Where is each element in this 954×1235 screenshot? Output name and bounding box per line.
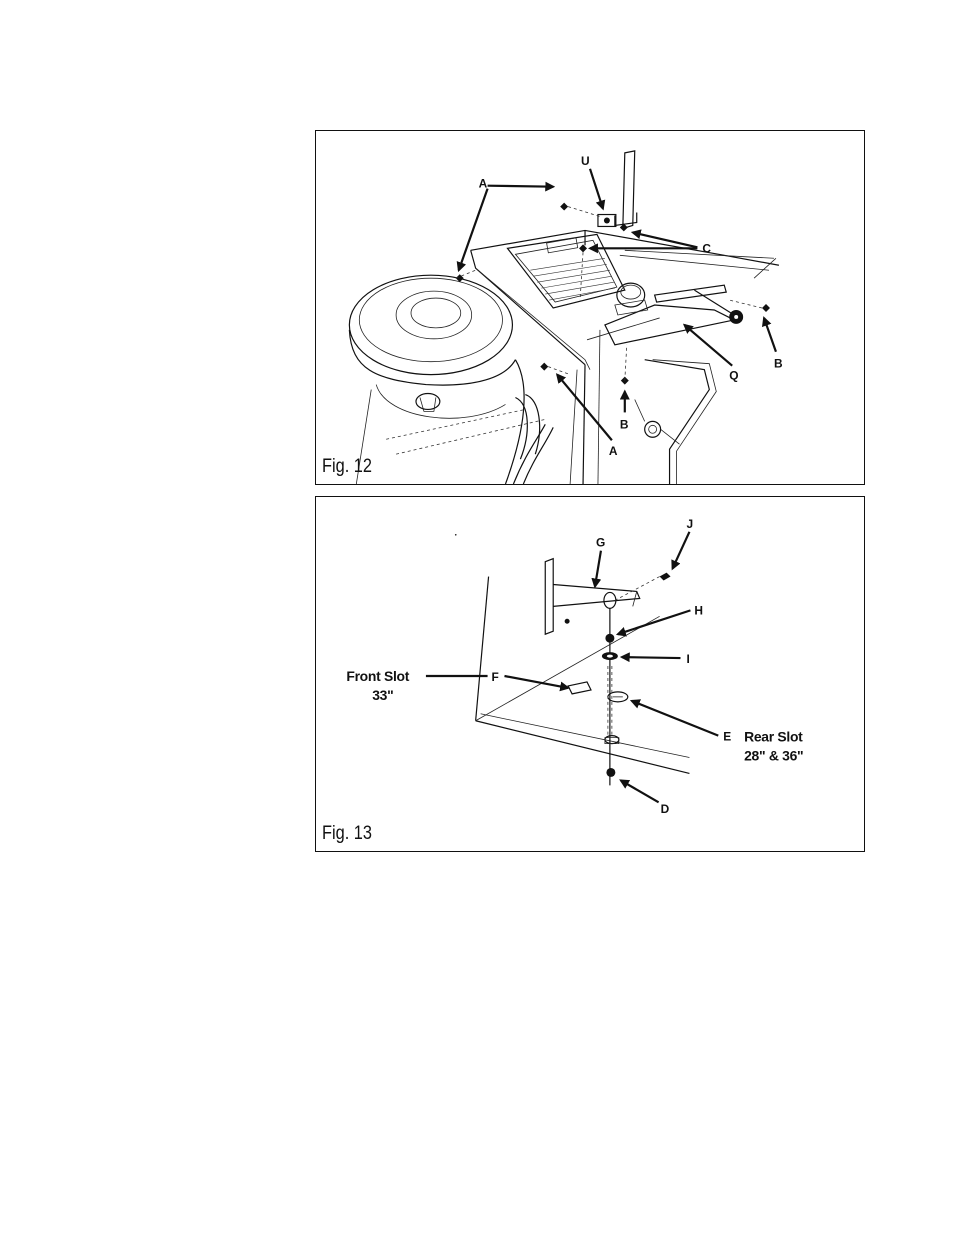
label-j: J [686,517,693,531]
figure-13-panel: J G H I F E D Front Slot 33" Rear Slot 2… [315,496,865,852]
air-cleaner-drawing [349,275,545,484]
figure-13-illustration: J G H I F E D Front Slot 33" Rear Slot 2… [316,497,864,851]
deck-drawing [455,534,689,785]
figure-13-callout-arrows [426,532,718,802]
label-c: C [702,241,711,255]
label-b-bottom: B [620,417,629,431]
label-b-right: B [774,357,783,371]
control-panel-drawing [456,151,779,484]
rear-slot-label: Rear Slot [744,729,803,745]
rear-slot-size: 28" & 36" [744,748,803,764]
label-a-bottom: A [609,444,618,458]
label-d: D [661,802,670,816]
label-i: I [686,652,689,666]
figure-13-caption: Fig. 13 [322,823,372,845]
label-u: U [581,154,590,168]
label-f: F [492,670,499,684]
label-h: H [694,603,703,617]
figure-12-caption: Fig. 12 [322,456,372,478]
label-a-top: A [479,177,488,191]
label-q: Q [729,369,738,383]
front-slot-label: Front Slot [346,668,409,684]
front-slot-size: 33" [372,687,393,703]
figure-12-panel: A U C B Q B A Fig. 12 [315,130,865,485]
label-g: G [596,536,605,550]
figure-12-illustration: A U C B Q B A [316,131,864,484]
label-e: E [723,730,731,744]
